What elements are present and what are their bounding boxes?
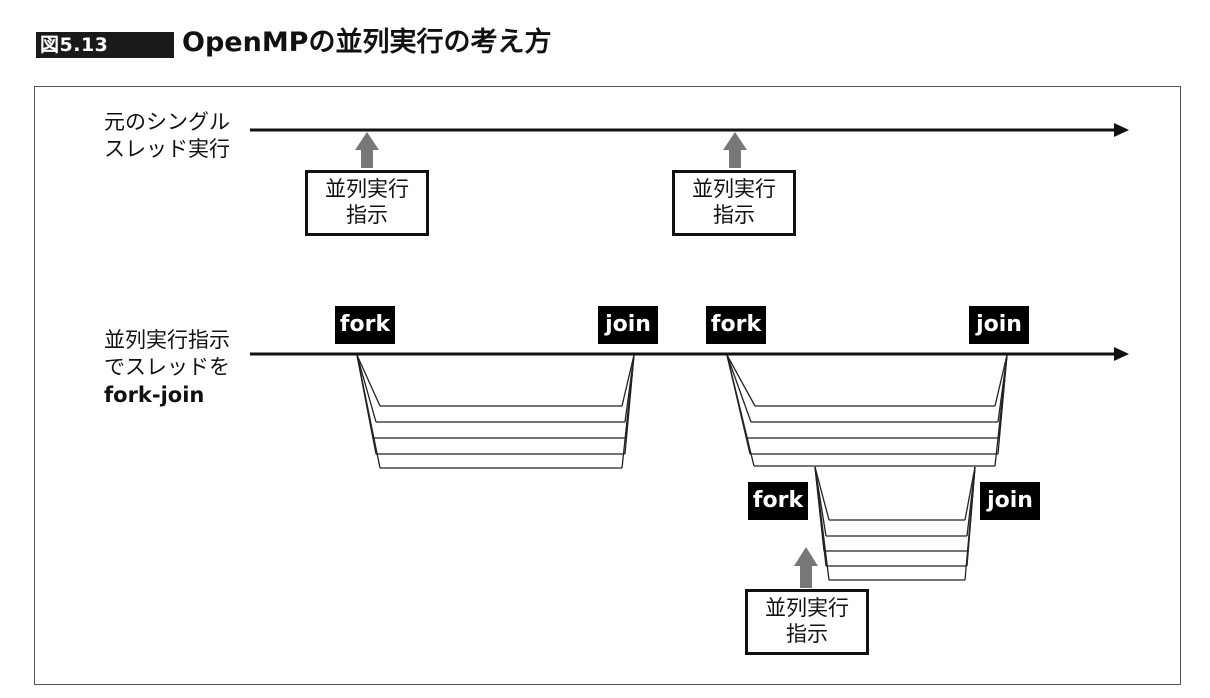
- directive-box-3-line2: 指示: [786, 622, 828, 646]
- diagram-frame: [34, 86, 1181, 685]
- directive-arrow-1: [355, 132, 379, 168]
- directive-box-1-line1: 並列実行: [325, 177, 409, 201]
- master-thread-arrowhead: [1114, 347, 1129, 361]
- directive-box-1: 並列実行 指示: [305, 170, 429, 236]
- single-thread-arrowhead: [1114, 123, 1129, 137]
- directive-box-3: 並列実行 指示: [745, 589, 869, 655]
- directive-box-3-line1: 並列実行: [765, 596, 849, 620]
- forkjoin-label-line1: 並列実行指示: [104, 328, 230, 352]
- join-marker-2: join: [969, 306, 1029, 344]
- directive-box-2-line1: 並列実行: [692, 177, 776, 201]
- forkjoin-label-line2: でスレッドを: [104, 355, 230, 379]
- fork-marker-1: fork: [335, 306, 395, 344]
- directive-box-2-line2: 指示: [713, 203, 755, 227]
- join-marker-3: join: [980, 482, 1040, 520]
- parallel-region-2: [726, 354, 1008, 467]
- fork-marker-3: fork: [748, 482, 808, 520]
- single-thread-label-line1: 元のシングル: [104, 110, 230, 134]
- join-marker-1: join: [598, 306, 658, 344]
- directive-arrow-3: [794, 547, 818, 588]
- figure-title: OpenMPの並列実行の考え方: [182, 27, 552, 58]
- directive-arrow-2: [723, 132, 747, 168]
- forkjoin-label-line3: fork-join: [104, 383, 205, 407]
- parallel-region-1: [356, 354, 635, 469]
- fork-marker-2: fork: [706, 306, 766, 344]
- directive-box-2: 並列実行 指示: [672, 170, 796, 236]
- directive-box-1-line2: 指示: [346, 203, 388, 227]
- single-thread-label-line2: スレッド実行: [104, 137, 230, 161]
- figure-number: 図5.13: [36, 32, 174, 58]
- nested-parallel-region: [814, 466, 976, 581]
